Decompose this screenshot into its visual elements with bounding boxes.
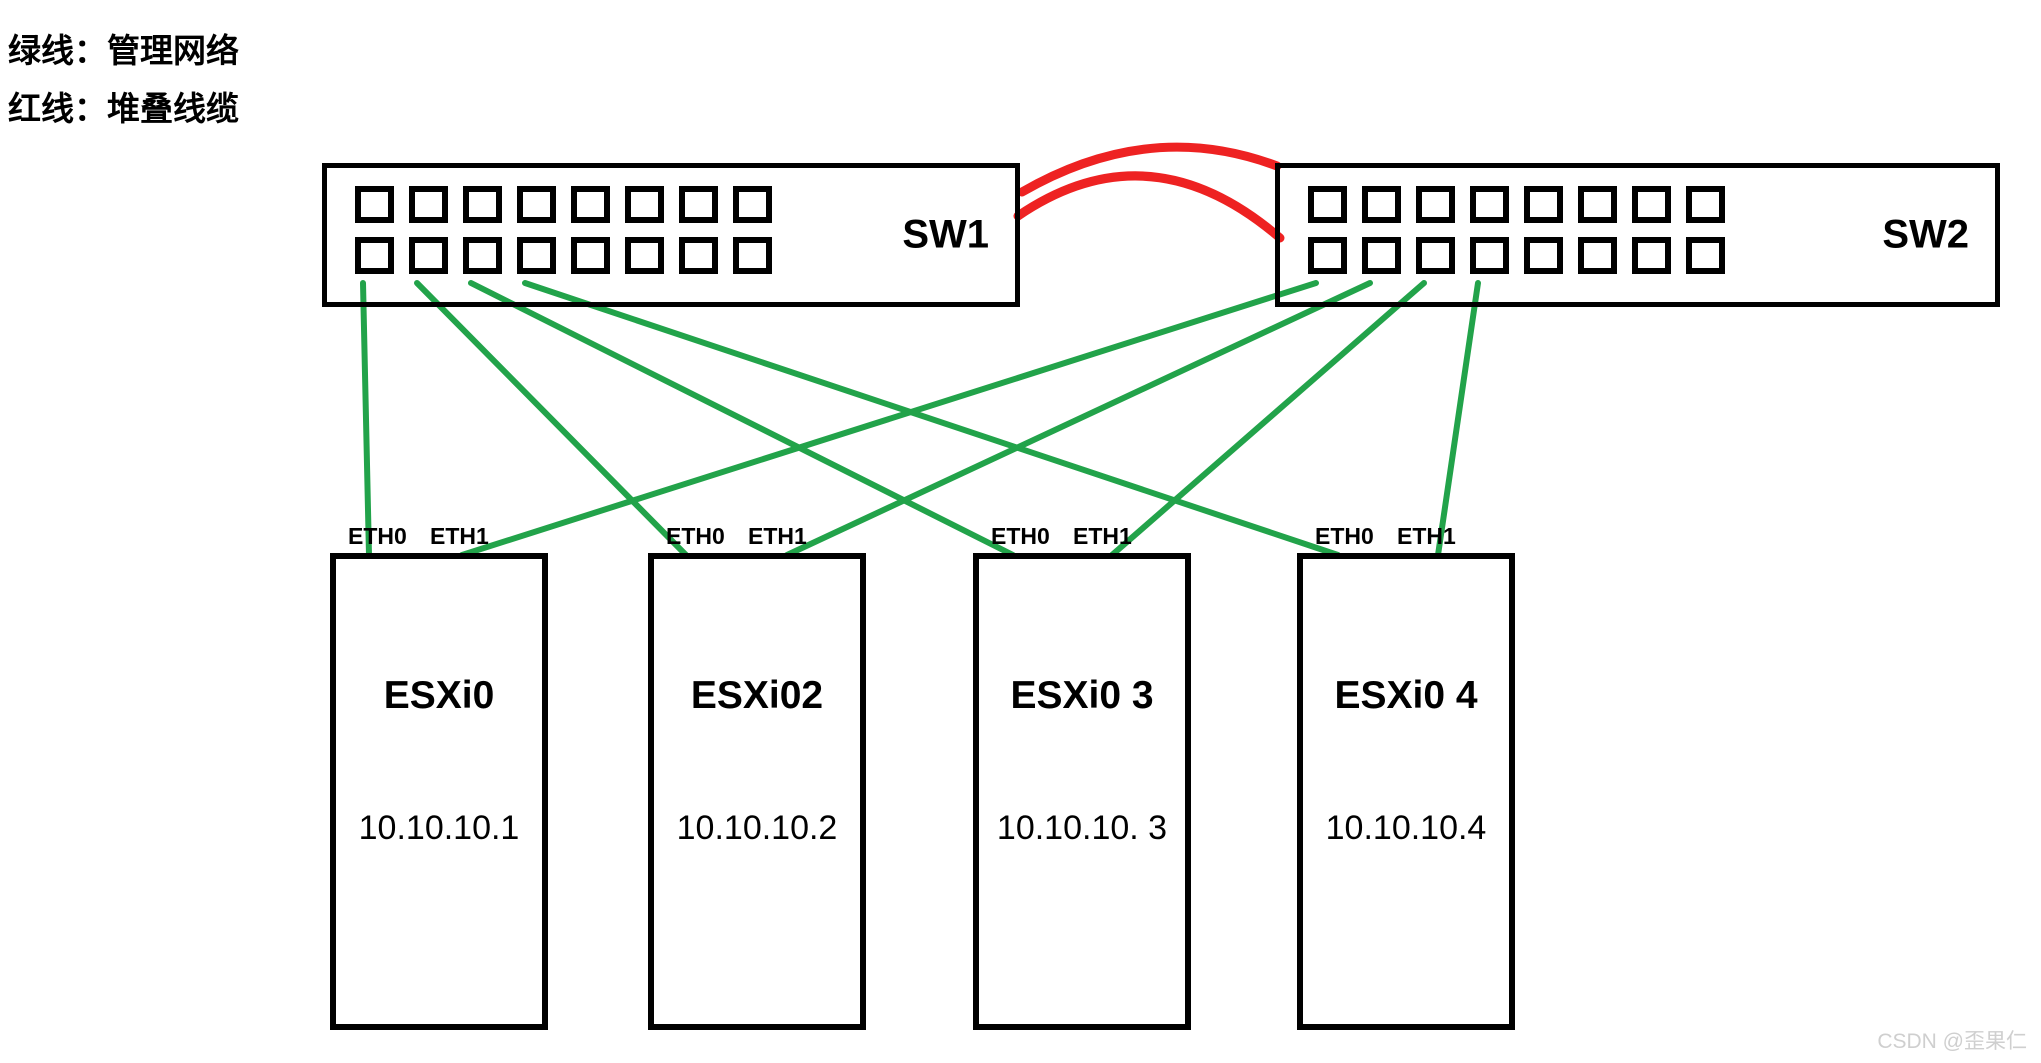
port-sw1-t8[interactable] [733,186,772,223]
host-esxi02[interactable]: ESXi02 10.10.10.2 [648,553,866,1030]
port-sw1-b4[interactable] [517,237,556,274]
port-sw2-t4[interactable] [1470,186,1509,223]
host-ip-address: 10.10.10.2 [676,809,838,847]
port-sw1-b3[interactable] [463,237,502,274]
port-sw2-t8[interactable] [1686,186,1725,223]
port-sw1-t3[interactable] [463,186,502,223]
port-sw1-t1[interactable] [355,186,394,223]
port-sw1-t4[interactable] [517,186,556,223]
port-sw2-t3[interactable] [1416,186,1455,223]
port-sw2-b4[interactable] [1470,237,1509,274]
management-cable [1435,280,1481,558]
eth0-label-esxi04: ETH0 [1315,523,1374,549]
host-name: ESXi0 3 [1010,674,1154,717]
port-sw1-b2[interactable] [409,237,448,274]
port-sw1-t6[interactable] [625,186,664,223]
host-esxi04[interactable]: ESXi0 4 10.10.10.4 [1297,553,1515,1030]
port-sw1-b8[interactable] [733,237,772,274]
port-row [1308,237,1725,274]
port-sw2-b8[interactable] [1686,237,1725,274]
port-row [1308,186,1725,223]
eth0-label-esxi03: ETH0 [991,523,1050,549]
port-sw1-b5[interactable] [571,237,610,274]
management-cable [360,280,372,558]
host-ip-address: 10.10.10.1 [358,809,520,847]
switch-port-array [1308,186,1725,274]
legend-red-line: 红线：堆叠线缆 [8,90,239,127]
eth0-label-esxi02: ETH0 [666,523,725,549]
host-name: ESXi02 [690,674,824,717]
port-sw2-b2[interactable] [1362,237,1401,274]
host-ip-address: 10.10.10.4 [1325,809,1487,847]
port-sw1-t2[interactable] [409,186,448,223]
eth1-label-esxi0: ETH1 [430,523,489,549]
host-esxi0[interactable]: ESXi0 10.10.10.1 [330,553,548,1030]
management-cable-group [360,280,1481,558]
stack-cable [1017,142,1282,197]
host-name: ESXi0 [383,674,495,717]
switch-label: SW1 [902,212,989,257]
host-name: ESXi0 4 [1334,674,1478,717]
port-sw2-b6[interactable] [1578,237,1617,274]
host-ip-address: 10.10.10. 3 [996,809,1168,847]
management-cable [1109,280,1427,558]
port-row [355,186,772,223]
eth1-label-esxi04: ETH1 [1397,523,1456,549]
watermark: CSDN @歪果仁 [1877,1030,2027,1053]
port-sw2-t6[interactable] [1578,186,1617,223]
stack-cable [1013,171,1285,243]
stack-cable-group [1013,142,1285,243]
port-sw1-b7[interactable] [679,237,718,274]
eth1-label-esxi02: ETH1 [748,523,807,549]
switch-label: SW2 [1882,212,1969,257]
port-sw2-b5[interactable] [1524,237,1563,274]
port-sw2-t7[interactable] [1632,186,1671,223]
switch-sw1[interactable]: SW1 [322,163,1020,307]
management-cable [784,280,1373,558]
host-esxi03[interactable]: ESXi0 3 10.10.10. 3 [973,553,1191,1030]
port-sw1-t5[interactable] [571,186,610,223]
port-row [355,237,772,274]
management-cable [522,280,1341,558]
management-cable [414,280,689,558]
management-cable [468,280,1016,558]
port-sw2-t5[interactable] [1524,186,1563,223]
legend-green-line: 绿线：管理网络 [8,32,239,69]
port-sw2-t2[interactable] [1362,186,1401,223]
port-sw1-t7[interactable] [679,186,718,223]
port-sw2-t1[interactable] [1308,186,1347,223]
port-sw1-b6[interactable] [625,237,664,274]
eth1-label-esxi03: ETH1 [1073,523,1132,549]
port-sw2-b1[interactable] [1308,237,1347,274]
port-sw2-b3[interactable] [1416,237,1455,274]
port-sw2-b7[interactable] [1632,237,1671,274]
port-sw1-b1[interactable] [355,237,394,274]
switch-sw2[interactable]: SW2 [1275,163,2000,307]
eth0-label-esxi0: ETH0 [348,523,407,549]
management-cable [459,280,1319,558]
switch-port-array [355,186,772,274]
